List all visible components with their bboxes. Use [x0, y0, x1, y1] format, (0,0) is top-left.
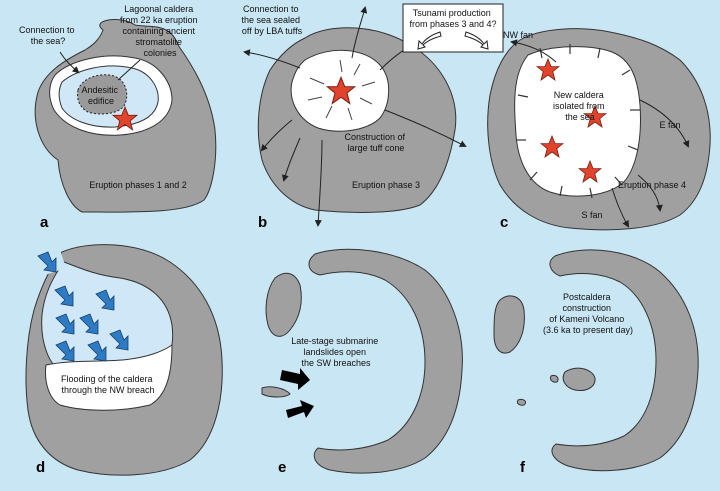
panel-c: Tsunami production from phases 3 and 4?: [402, 3, 711, 231]
sea-connection-arrow-a: [59, 51, 80, 74]
s-fan-label: S fan: [581, 210, 602, 220]
flood-arrows-d: [37, 251, 129, 362]
flood-arrow-icon: [109, 329, 129, 351]
flood-arrow-icon: [37, 251, 57, 273]
caldera-rim-ticks-c: [516, 44, 640, 199]
landslide-label: Late-stage submarine landslides open the…: [291, 336, 381, 368]
flood-arrow-icon: [79, 313, 99, 335]
landslide-arrow-2: [286, 400, 314, 418]
nw-fan-label: NW fan: [503, 30, 533, 40]
island-f-main: [549, 249, 699, 472]
tsunami-wave-right-icon: [464, 31, 489, 50]
aspronisi-islet: [516, 399, 527, 406]
islet-e: [261, 386, 291, 398]
flood-arrow-icon: [54, 285, 74, 307]
phase-label-a: Eruption phases 1 and 2: [89, 180, 187, 190]
andesitic-edifice: [77, 74, 128, 115]
flood-arrow-icon: [87, 340, 107, 362]
tuff-cone-label: Construction of large tuff cone: [344, 132, 407, 153]
connection-label-a: Connection to the sea?: [19, 25, 77, 46]
panel-letter-b: b: [258, 214, 267, 231]
new-caldera-label: New caldera isolated from the sea: [553, 90, 607, 122]
crater-ribs: [307, 59, 376, 121]
e-fan-label: E fan: [659, 120, 680, 130]
phase-label-b: Eruption phase 3: [352, 180, 420, 190]
island-f-west: [493, 295, 525, 354]
caldera-pointer-a: [117, 59, 141, 81]
flood-arrow-icon: [55, 340, 75, 362]
kameni-volcano: [562, 367, 596, 391]
kameni-islet: [550, 375, 559, 383]
fan-arrows-c: [510, 39, 690, 228]
flood-arrow-icon: [95, 289, 115, 311]
panel-b: Connection to the sea sealed off by LBA …: [241, 4, 467, 231]
panel-d: Flooding of the caldera through the NW b…: [25, 244, 223, 476]
tsunami-wave-left-icon: [417, 31, 442, 50]
panel-f: Postcaldera construction of Kameni Volca…: [493, 249, 699, 476]
panel-letter-e: e: [278, 459, 286, 476]
panel-e: Late-stage submarine landslides open the…: [261, 248, 463, 476]
panel-a: Connection to the sea? Lagoonal caldera …: [19, 4, 217, 231]
andesitic-edifice-label: Andesitic edifice: [81, 85, 120, 106]
tuff-dispersal-arrows-b: [243, 6, 467, 227]
flooding-label: Flooding of the caldera through the NW b…: [61, 374, 155, 395]
new-caldera-c: [514, 46, 641, 197]
lagoonal-caldera-label: Lagoonal caldera from 22 ka eruption con…: [120, 4, 200, 58]
landslide-arrow-1: [280, 368, 310, 390]
tsunami-label: Tsunami production from phases 3 and 4?: [409, 8, 496, 29]
kameni-label: Postcaldera construction of Kameni Volca…: [543, 292, 633, 335]
panel-letter-f: f: [520, 459, 526, 476]
panel-letter-a: a: [40, 214, 49, 231]
island-e-main: [308, 248, 463, 474]
panel-letter-c: c: [500, 214, 508, 231]
panel-letter-d: d: [36, 459, 45, 476]
island-e-west: [265, 272, 302, 337]
flood-fill-d: [45, 344, 173, 411]
phase-label-c: Eruption phase 4: [618, 180, 686, 190]
flood-arrow-icon: [55, 313, 75, 335]
sealed-connection-label: Connection to the sea sealed off by LBA …: [241, 4, 302, 36]
